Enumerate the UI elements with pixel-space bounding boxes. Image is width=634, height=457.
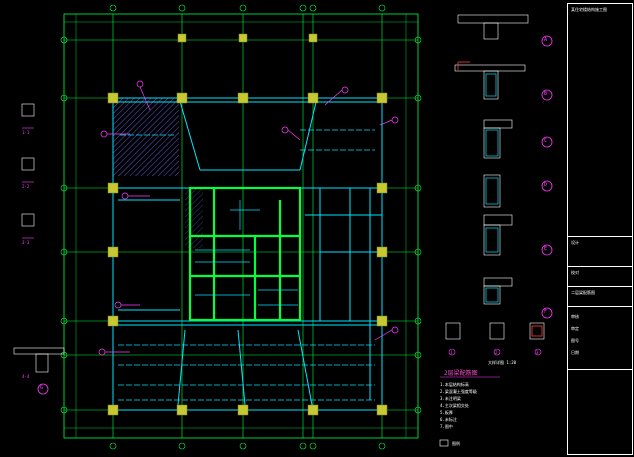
legend-swatch xyxy=(439,439,449,447)
title-block-divider xyxy=(568,236,632,237)
section-marker-g: G xyxy=(40,385,44,391)
annotation-leaders xyxy=(98,80,399,356)
dimension-lines xyxy=(64,14,418,438)
core-interior-lines xyxy=(195,200,298,306)
note-6: 6.未标注 xyxy=(440,417,457,422)
left-section-rebar xyxy=(22,127,34,239)
note-3: 3.未注明梁 xyxy=(440,396,461,401)
grid-bubbles-sides[interactable] xyxy=(60,36,422,414)
title-block-divider xyxy=(568,306,632,307)
title-block-row-6: 日期 xyxy=(571,350,579,355)
title-block-row-2: 校对 xyxy=(571,270,579,275)
detail-label-2: 2 xyxy=(495,350,498,355)
right-section-highlights xyxy=(457,61,543,337)
section-marker-bottom-left[interactable] xyxy=(37,383,49,395)
slab-rebar-lines xyxy=(118,129,375,401)
legend-label: 图例 xyxy=(452,441,460,446)
section-marker-e: E xyxy=(544,246,548,252)
section-marker-c: C xyxy=(544,138,548,144)
title-block: 某住宅楼结构施工图 设计 校对 二层梁配筋图 审核 审定 图号 日期 xyxy=(567,3,633,455)
drawing-title: 2层梁配筋图 xyxy=(444,370,478,377)
note-5: 5.板厚 xyxy=(440,410,453,415)
title-block-divider xyxy=(568,369,632,370)
detail-note: 大样详图 1:20 xyxy=(488,360,517,365)
grid-bubbles-top[interactable] xyxy=(109,4,386,12)
left-section-label-2: 2-2 xyxy=(22,184,30,189)
central-core-walls[interactable] xyxy=(188,186,302,322)
grid-bubbles-bottom[interactable] xyxy=(109,442,386,450)
left-section-label-1: 1-1 xyxy=(22,130,30,135)
plan-boundary xyxy=(63,13,419,439)
section-marker-f: F xyxy=(544,309,548,315)
left-section-label-4: 4-4 xyxy=(22,374,30,379)
note-2: 2.梁混凝土强度等级 xyxy=(440,389,477,394)
title-block-divider xyxy=(568,266,632,267)
detail-label-3: 3 xyxy=(536,350,539,355)
hatched-slab-stair xyxy=(185,188,203,248)
note-4: 4.主次梁相交处 xyxy=(440,403,469,408)
section-markers[interactable] xyxy=(541,35,553,319)
columns[interactable] xyxy=(107,33,388,416)
title-block-row-3: 审核 xyxy=(571,314,579,319)
note-7: 7.图中 xyxy=(440,424,453,429)
left-section-label-3: 3-3 xyxy=(22,240,30,245)
hatched-slab-left xyxy=(113,98,179,176)
title-block-row-1: 设计 xyxy=(571,240,579,245)
vertical-grid-lines xyxy=(112,14,383,438)
note-1: 1.本层结构标高 xyxy=(440,382,469,387)
detail-label-1: 1 xyxy=(450,350,453,355)
title-block-row-4: 审定 xyxy=(571,326,579,331)
section-marker-b: B xyxy=(544,91,548,97)
title-block-header: 某住宅楼结构施工图 xyxy=(571,7,607,12)
left-section-details[interactable] xyxy=(13,103,65,373)
title-block-divider xyxy=(568,286,632,287)
right-section-rebar xyxy=(485,73,499,303)
right-section-details[interactable] xyxy=(445,14,545,340)
section-marker-d: D xyxy=(544,182,548,188)
title-block-sheet-name: 二层梁配筋图 xyxy=(571,290,595,295)
title-block-row-5: 图号 xyxy=(571,338,579,343)
detail-label-circles xyxy=(448,348,542,356)
section-marker-a: A xyxy=(544,37,548,43)
